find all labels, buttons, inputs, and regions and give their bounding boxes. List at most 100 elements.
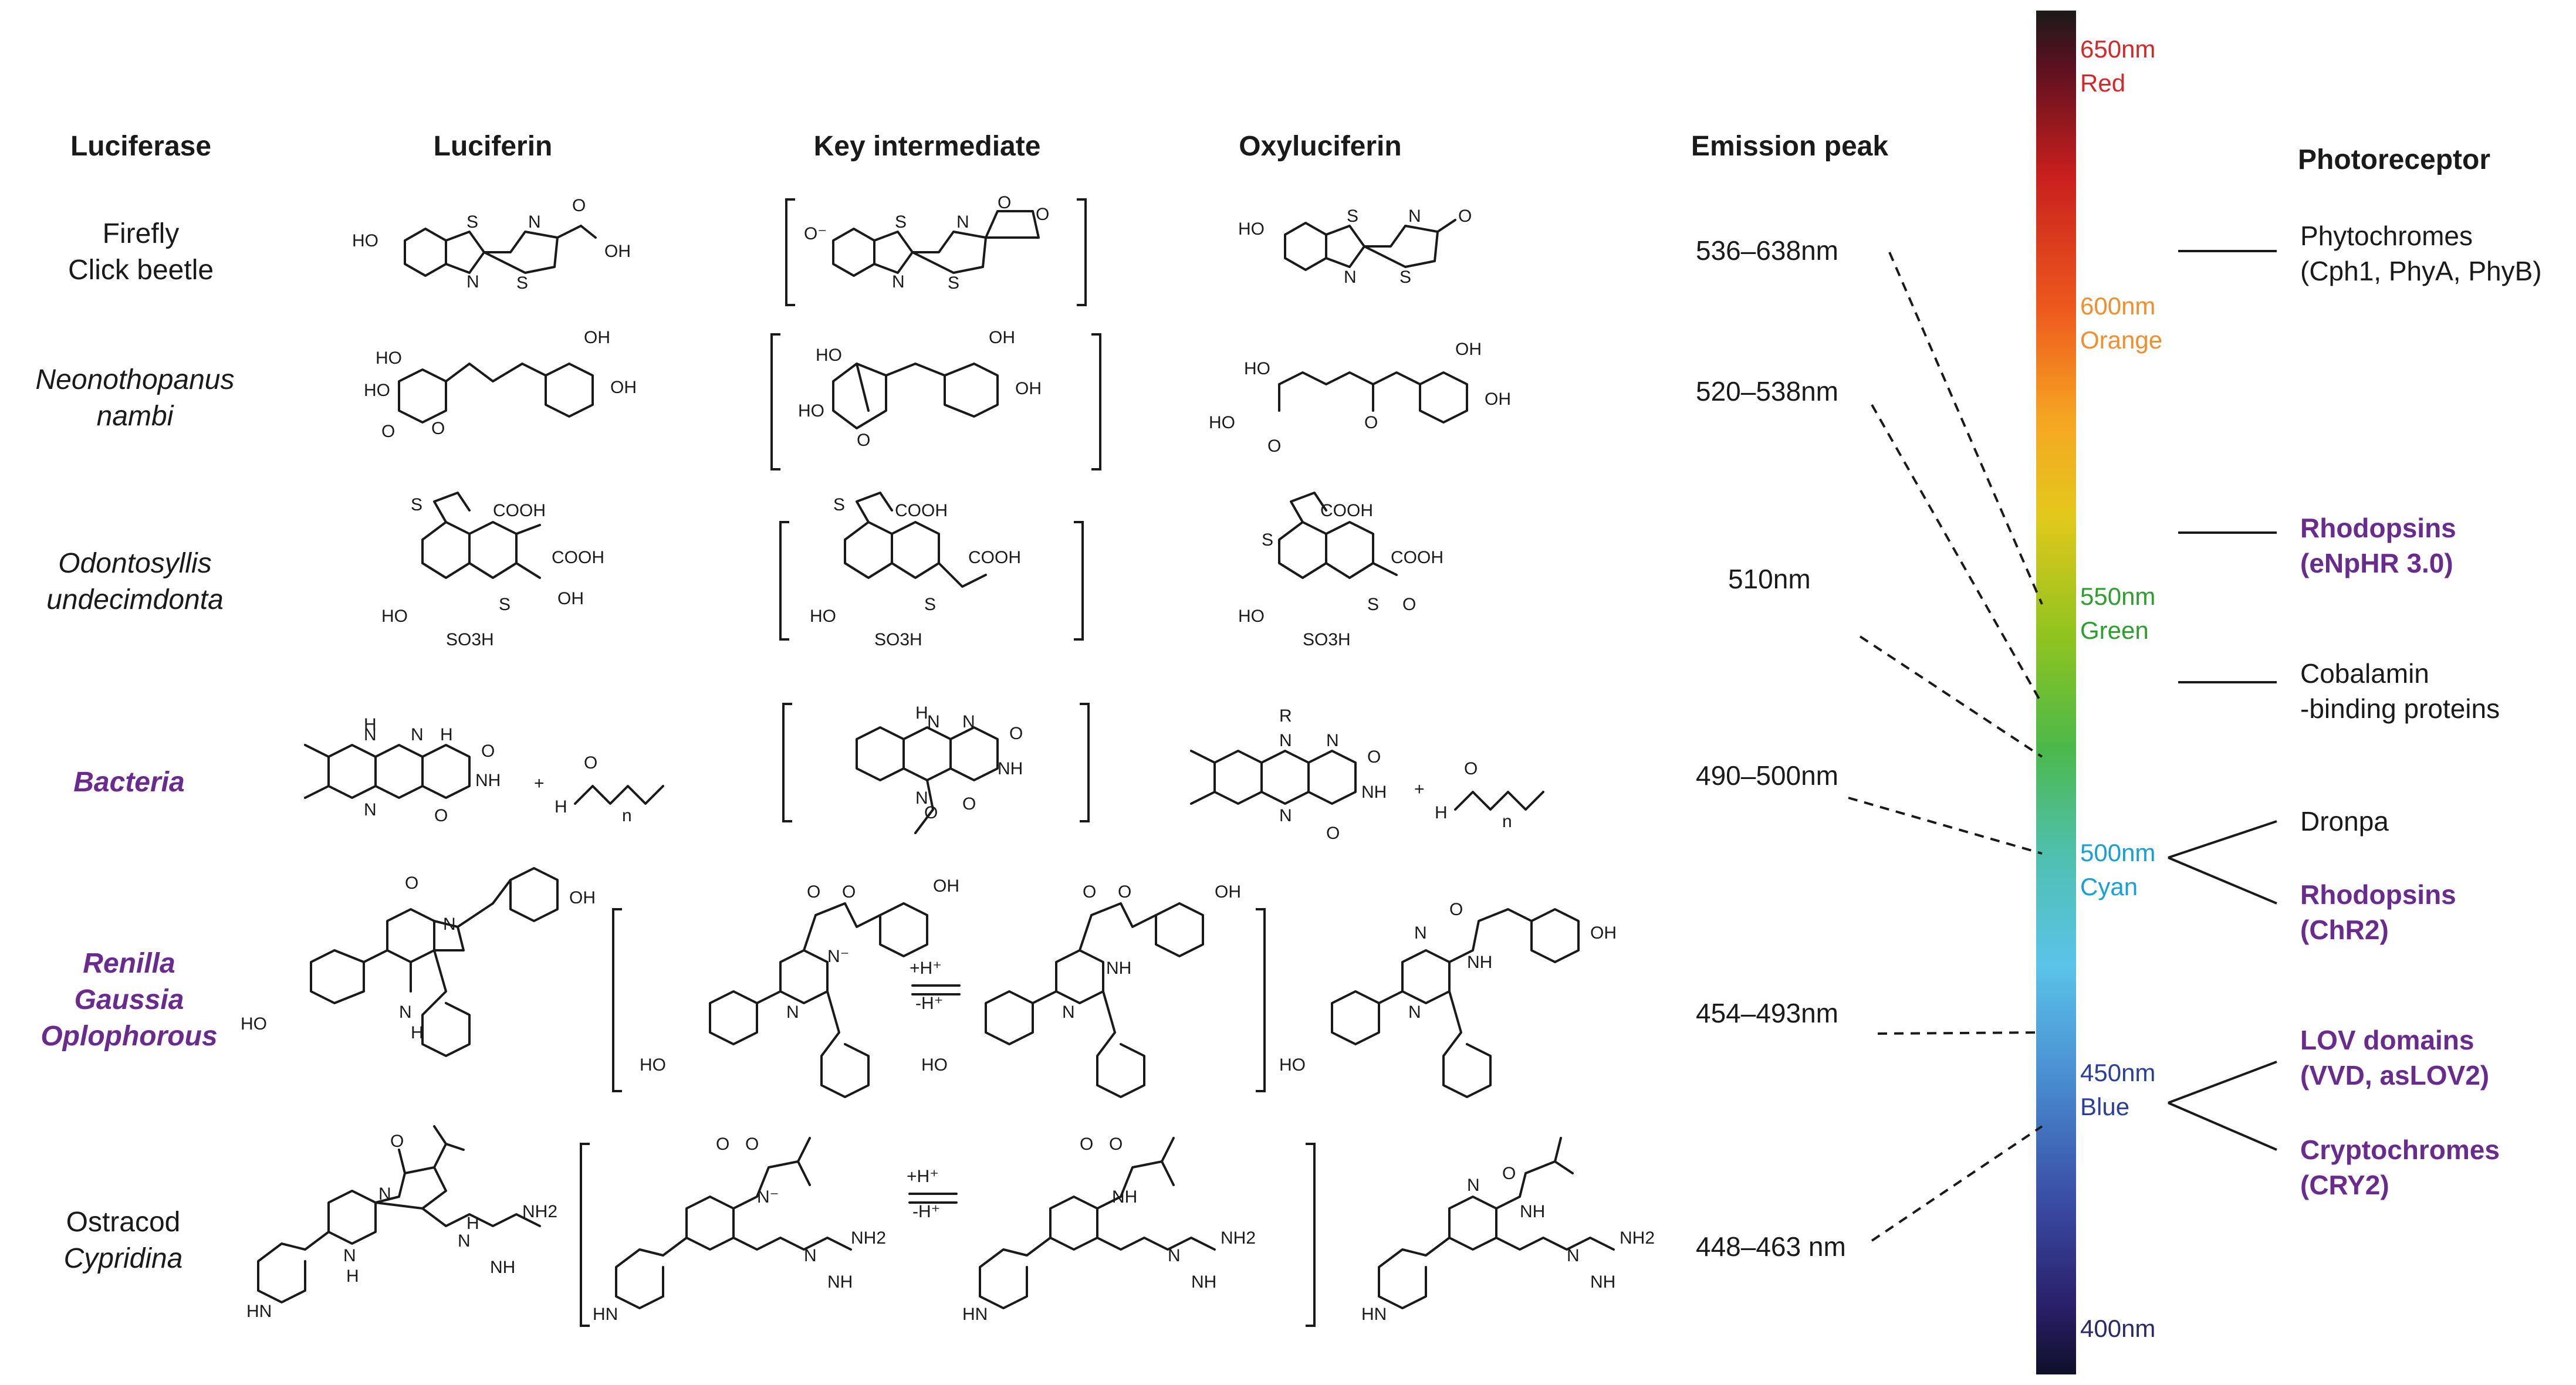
svg-text:NH: NH <box>1191 1272 1216 1292</box>
color-name-label: Green <box>2080 617 2149 644</box>
svg-text:SO3H: SO3H <box>1303 630 1351 649</box>
luciferase-line: Odontosyllis <box>58 548 212 579</box>
svg-text:O: O <box>716 1135 729 1154</box>
wavelength-label: 450nm <box>2080 1059 2156 1086</box>
svg-text:S: S <box>924 595 936 614</box>
svg-text:N: N <box>364 725 377 744</box>
svg-text:H: H <box>346 1267 359 1286</box>
svg-text:N: N <box>962 712 975 732</box>
svg-text:O: O <box>572 196 586 215</box>
svg-text:N: N <box>1279 806 1292 825</box>
svg-text:N: N <box>343 1246 356 1265</box>
photoreceptor-line: Cryptochromes <box>2300 1135 2500 1165</box>
connector-cypridina <box>1871 1125 2043 1242</box>
svg-text:OH: OH <box>610 378 637 397</box>
structure-odontosyllis-intermediate: COOH S COOH HO S SO3H <box>779 492 1084 649</box>
photoreceptor-rhodopsins-enphr: Rhodopsins (eNpHR 3.0) <box>2300 510 2456 581</box>
svg-text:OH: OH <box>1590 923 1617 943</box>
connector-dronpa <box>2168 820 2277 859</box>
photoreceptor-line: Rhodopsins <box>2300 513 2456 543</box>
structure-bacteria-oxyluciferin: R N N O NH N O + H O n <box>1190 706 1544 843</box>
spectrum-bar <box>2036 11 2076 1374</box>
svg-text:R: R <box>1279 706 1292 726</box>
connector-firefly <box>1888 252 2043 605</box>
structure-bacteria-luciferin: H N N H O NH N O + H O n <box>304 715 664 825</box>
svg-text:S: S <box>411 495 422 514</box>
header-key-intermediate: Key intermediate <box>813 131 1041 162</box>
luciferase-line: Neonothopanus <box>35 364 235 395</box>
svg-text:N: N <box>458 1231 471 1251</box>
wavelength-label: 600nm <box>2080 292 2156 320</box>
svg-text:N: N <box>1467 1176 1480 1195</box>
photoreceptor-line: Rhodopsins <box>2300 879 2456 910</box>
svg-text:NH2: NH2 <box>1221 1228 1256 1248</box>
svg-text:HO: HO <box>376 348 402 368</box>
svg-text:O: O <box>745 1135 759 1154</box>
structure-neonothopanus-oxyluciferin: HO HO O O OH OH <box>1209 340 1511 456</box>
svg-text:OH: OH <box>604 242 631 261</box>
connector-neonothopanus <box>1871 404 2043 705</box>
svg-text:O: O <box>390 1132 404 1151</box>
svg-text:O: O <box>1118 882 1131 902</box>
luciferase-bacteria: Bacteria <box>6 764 252 801</box>
header-photoreceptor: Photoreceptor <box>2297 144 2491 175</box>
svg-text:HO: HO <box>1238 607 1265 626</box>
luciferase-line: Oplophorous <box>40 1021 218 1052</box>
svg-text:H: H <box>555 797 567 817</box>
svg-text:O: O <box>1009 724 1023 743</box>
svg-text:N: N <box>399 1003 412 1022</box>
svg-text:O⁻: O⁻ <box>804 224 827 243</box>
svg-text:COOH: COOH <box>493 501 546 520</box>
structure-renilla-intermediate: O O N⁻ OH HO N +H⁺ -H⁺ O O NH OH HO N <box>612 876 1266 1098</box>
emission-peak-cypridina: 448–463 nm <box>1696 1231 1846 1262</box>
structure-firefly-luciferin: HO S N N S O OH <box>352 196 631 293</box>
svg-text:N: N <box>411 725 424 744</box>
header-luciferase: Luciferase <box>70 131 212 162</box>
structure-neonothopanus-intermediate: HO HO O OH OH <box>770 328 1101 470</box>
structure-neonothopanus-luciferin: HO HO O O OH OH <box>364 328 637 441</box>
svg-text:HO: HO <box>1244 359 1270 378</box>
luciferase-line: Click beetle <box>67 255 214 286</box>
svg-text:HO: HO <box>816 346 842 365</box>
structure-cypridina-intermediate: O O N⁻ HN N NH2 NH +H⁺ -H⁺ O O NH HN N N… <box>580 1135 1316 1327</box>
color-name-label: Cyan <box>2080 873 2138 900</box>
svg-text:NH: NH <box>998 759 1023 778</box>
svg-text:COOH: COOH <box>1320 501 1373 520</box>
svg-text:OH: OH <box>1215 882 1241 902</box>
svg-text:O: O <box>857 431 870 450</box>
svg-text:NH: NH <box>1361 783 1387 802</box>
connector-odontosyllis <box>1859 635 2043 758</box>
emission-peak-renilla: 454–493nm <box>1696 998 1838 1028</box>
svg-text:O: O <box>405 873 418 893</box>
connector-renilla <box>1877 1031 2043 1035</box>
svg-text:N: N <box>804 1246 817 1265</box>
photoreceptor-line: (ChR2) <box>2300 915 2389 945</box>
luciferase-line: Firefly <box>102 218 180 249</box>
svg-text:-H⁺: -H⁺ <box>915 994 944 1013</box>
spectrum-label-550: 550nm Green <box>2080 580 2155 648</box>
svg-text:NH: NH <box>1520 1202 1545 1221</box>
svg-text:O: O <box>1458 206 1472 226</box>
svg-text:H: H <box>364 715 377 734</box>
svg-text:S: S <box>466 212 478 232</box>
emission-peak-neonothopanus: 520–538nm <box>1696 376 1838 407</box>
structure-bacteria-intermediate: H N N O NH N O O <box>782 703 1090 834</box>
svg-text:N: N <box>466 272 479 292</box>
luciferase-renilla-gaussia-oplophorous: Renilla Gaussia Oplophorous <box>6 946 252 1055</box>
svg-text:O: O <box>1326 824 1340 843</box>
svg-text:COOH: COOH <box>895 501 948 520</box>
emission-peak-odontosyllis: 510nm <box>1728 564 1811 594</box>
svg-text:N: N <box>1326 731 1339 750</box>
svg-text:HO: HO <box>798 401 824 421</box>
photoreceptor-line: LOV domains <box>2300 1025 2474 1055</box>
photoreceptor-rhodopsins-chr2: Rhodopsins (ChR2) <box>2300 877 2456 947</box>
svg-text:N⁻: N⁻ <box>757 1187 779 1207</box>
luciferase-line: nambi <box>96 401 174 432</box>
svg-text:O: O <box>1083 882 1096 902</box>
photoreceptor-line: Phytochromes <box>2300 221 2473 251</box>
svg-text:O: O <box>481 741 495 761</box>
luciferase-line: undecimdonta <box>46 584 224 615</box>
svg-text:O: O <box>1364 413 1378 432</box>
svg-text:HN: HN <box>246 1302 272 1321</box>
